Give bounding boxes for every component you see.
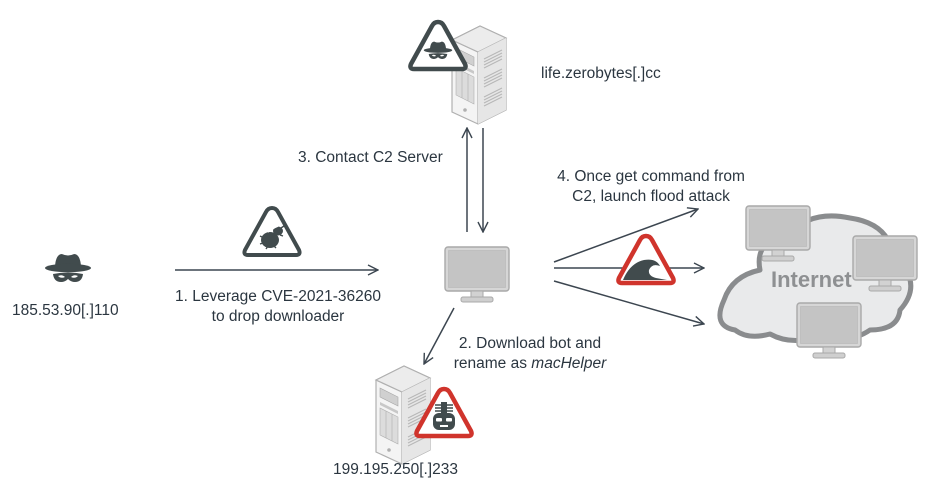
edge-1-label: 1. Leverage CVE-2021-36260 to drop downl… [163, 287, 393, 327]
internet-host-monitor-3 [796, 302, 862, 359]
edge-1-label-line2: to drop downloader [211, 308, 345, 325]
attacker-hacker-icon [45, 254, 91, 282]
edge-4-label-line2: C2, launch flood attack [572, 188, 730, 205]
flood-warning-icon [618, 236, 673, 283]
attacker-ip-label: 185.53.90[.]110 [12, 302, 119, 319]
internet-label: Internet [771, 267, 852, 292]
download-server-icon [375, 365, 431, 465]
edge-4-label: 4. Once get command from C2, launch floo… [556, 167, 746, 207]
download-server-ip-label: 199.195.250[.]233 [333, 461, 458, 478]
hacker-warning-icon [410, 22, 465, 69]
edge-1-label-line1: 1. Leverage CVE-2021-36260 [175, 288, 381, 305]
edge-4-label-line1: 4. Once get command from [557, 168, 745, 185]
edge-3-label: 3. Contact C2 Server [298, 149, 443, 166]
edge-2-label-line2: rename as macHelper [440, 354, 620, 374]
edge-4-arrow-bottom [553, 280, 704, 324]
bug-warning-icon [242, 206, 302, 257]
bot-warning-icon [416, 389, 471, 436]
c2-server-icon [451, 25, 507, 125]
c2-server-domain-label: life.zerobytes[.]cc [541, 65, 661, 82]
victim-monitor-icon [444, 246, 510, 303]
edge-4-arrow-top [553, 209, 698, 263]
edge-2-label-prefix: rename as [453, 355, 532, 372]
edge-2-label-filename: macHelper [531, 355, 607, 372]
edge-2-arrow [424, 307, 455, 364]
edge-2-label-line1: 2. Download bot and [458, 335, 602, 352]
edge-2-label: 2. Download bot and rename as macHelper [440, 334, 620, 374]
